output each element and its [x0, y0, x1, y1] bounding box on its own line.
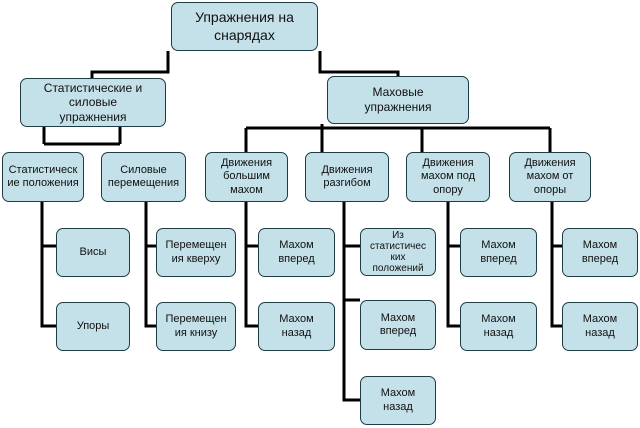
- link-big-children: [244, 202, 258, 328]
- node-big-swing: Движения большим махом: [205, 152, 288, 202]
- node-kip-forward: Махом вперед: [360, 300, 436, 350]
- link-power-children: [144, 202, 156, 328]
- node-kip-from-static: Из статистичес ких положений: [360, 228, 436, 276]
- node-big-swing-forward: Махом вперед: [258, 228, 335, 277]
- node-from-forward: Махом вперед: [562, 228, 638, 277]
- node-static-power: Статистические и силовые упражнения: [20, 78, 166, 127]
- node-swing-from-support: Движения махом от опоры: [509, 152, 591, 202]
- node-under-forward: Махом вперед: [460, 228, 537, 277]
- node-swing-under-support: Движения махом под опору: [406, 152, 490, 202]
- node-supports: Упоры: [56, 302, 130, 351]
- node-root: Упражнения на снарядах: [171, 2, 318, 51]
- node-kip: Движения разгибом: [305, 152, 389, 202]
- link-from-children: [550, 202, 562, 328]
- node-under-backward: Махом назад: [460, 302, 537, 351]
- node-power-moves: Силовые перемещения: [101, 152, 186, 202]
- node-move-up: Перемещен ия кверху: [156, 228, 236, 277]
- node-static-positions: Статистическ ие положения: [2, 152, 84, 202]
- link-root-left: [90, 51, 170, 80]
- node-kip-backward: Махом назад: [360, 376, 436, 425]
- node-hangs: Висы: [56, 228, 130, 277]
- link-under-children: [446, 202, 460, 328]
- link-stat-children: [40, 202, 56, 328]
- node-from-backward: Махом назад: [562, 302, 638, 351]
- node-swing: Маховые упражнения: [327, 76, 469, 124]
- link-kip-children: [342, 202, 360, 402]
- node-big-swing-backward: Махом назад: [258, 302, 335, 351]
- node-move-down: Перемещен ия книзу: [156, 302, 236, 351]
